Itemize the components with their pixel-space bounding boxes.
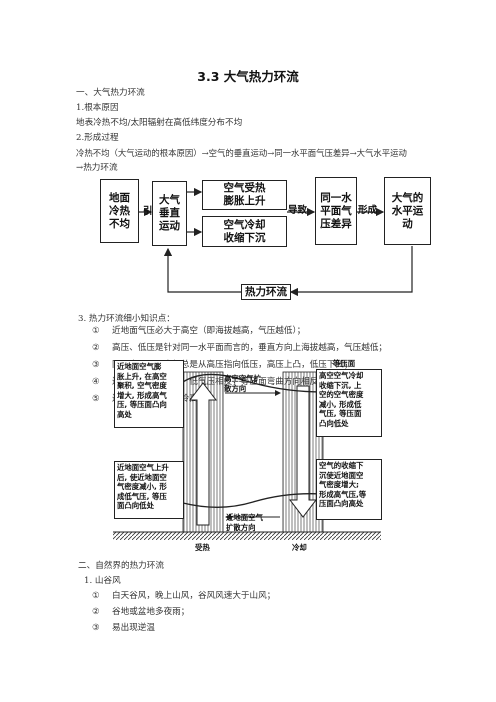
flow-label-lead-to: 导致 <box>288 205 308 216</box>
list-item-number: ③ <box>92 623 100 633</box>
list-item-number: ③ <box>92 360 100 370</box>
flow-box-sinking-air-label: 空气冷却 收缩下沉 <box>223 218 266 244</box>
list-item-number: ① <box>92 591 100 601</box>
flow-box-thermal-circulation: 热力环流 <box>241 284 291 300</box>
point-2-heading: 2.形成过程 <box>76 133 119 143</box>
point-2-body-line1: 冷热不均（大气运动的根本原因）→空气的垂直运动→同一水平面气压差异→大气水平运动 <box>76 148 407 158</box>
flow-box-thermal-circulation-label: 热力环流 <box>245 285 287 298</box>
flow-box-sinking-air: 空气冷却 收缩下沉 <box>202 216 287 247</box>
flow-box-horizontal-motion-label: 大气的 水平运 动 <box>391 191 424 230</box>
note-upper-left: 近地面空气膨 胀上升, 在高空 聚积, 空气密度 增大, 形成高气 压, 等压面… <box>114 360 184 428</box>
list-item-number: ② <box>92 343 100 353</box>
point-2-body-line2: →热力环流 <box>76 163 118 173</box>
point-3-heading: 3. 热力环流细小知识点： <box>78 314 175 324</box>
rising-air-arrow <box>188 382 218 526</box>
page-title: 3.3 大气热力环流 <box>197 69 299 84</box>
list-item-number: ④ <box>92 377 100 387</box>
flow-box-uneven-heating: 地面 冷热 不均 <box>100 179 139 243</box>
point-1-heading: 1.根本原因 <box>76 103 119 113</box>
list-item: 同一水平面，大气总是从高压指向低压，高压上凸，低压下凹； <box>112 360 353 370</box>
list-item: 近地面气压必大于高空（即海拔越高，气压越低）； <box>112 326 306 336</box>
upper-isobar <box>182 373 341 394</box>
note-lower-right: 空气的收缩下 沉使近地面空 气密度增大; 形成高气压,等 压面凸向高处 <box>316 459 382 520</box>
note-lower-left: 近地面空气上升 后, 使近地面空 气密度减小, 形 成低气压, 等压 面凸向低处 <box>114 461 184 519</box>
flow-box-pressure-difference-label: 同一水 平面气 压差异 <box>320 191 352 230</box>
note-upper-right: 高空空气冷却 收缩下沉, 上 空的空气密度 减小, 形成低 气压, 等压面 凸向… <box>316 369 382 437</box>
ground-hatch <box>113 532 381 540</box>
section-heading-1: 一、大气热力环流 <box>76 88 145 98</box>
flow-box-vertical-motion-label: 大气 垂直 运动 <box>159 194 180 232</box>
sinking-air-arrow <box>288 385 318 518</box>
list-item: 白天谷风，晚上山风，谷风风速大于山风； <box>112 591 276 601</box>
valley-wind-heading: 1. 山谷风 <box>84 576 121 586</box>
list-item: 易出现逆温 <box>112 623 155 633</box>
flow-box-rising-air-label: 空气受热 膨胀上升 <box>223 182 266 207</box>
list-item: 高压、低压是针对同一水平面而言的，垂直方向上海拔越高，气压越低； <box>112 343 388 353</box>
list-item-number: ② <box>92 607 100 617</box>
flow-box-horizontal-motion: 大气的 水平运 动 <box>384 177 431 245</box>
list-item-number: ① <box>92 326 100 336</box>
note-upper-divergence: 高空空气扩 散方向 <box>224 374 261 393</box>
label-heating: 受热 <box>195 543 210 552</box>
label-cooling: 冷却 <box>292 543 307 552</box>
flow-box-uneven-heating-label: 地面 冷热 不均 <box>109 191 130 230</box>
list-item: 谷地或盆地多夜雨； <box>112 607 190 617</box>
section-heading-2: 二、自然界的热力环流 <box>78 561 164 571</box>
list-item-number: ⑤ <box>92 394 100 404</box>
flow-box-rising-air: 空气受热 膨胀上升 <box>202 180 287 210</box>
surface-isobar <box>182 493 324 508</box>
point-1-body: 地表冷热不均/太阳辐射在高低纬度分布不均 <box>76 118 243 128</box>
flow-label-form: 形成 <box>358 205 378 216</box>
flow-box-vertical-motion: 大气 垂直 运动 <box>152 181 187 246</box>
isobar-label: 等压面 <box>333 359 356 368</box>
flow-box-pressure-difference: 同一水 平面气 压差异 <box>315 177 357 245</box>
note-surface-divergence: 近地面空气 扩散方向 <box>226 513 263 532</box>
